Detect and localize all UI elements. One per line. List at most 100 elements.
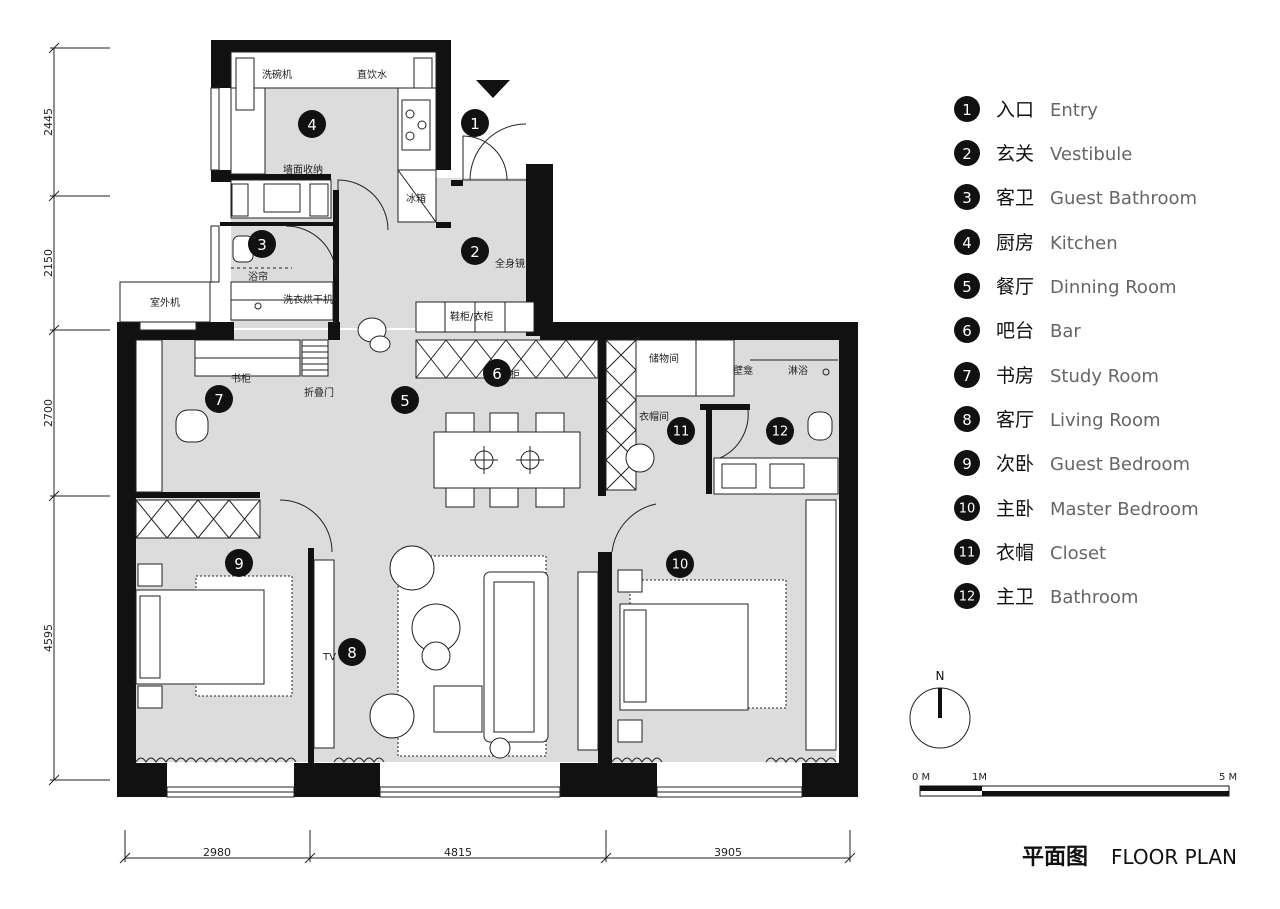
plan-badge-7: 7	[205, 385, 233, 413]
plan-badge-4: 4	[298, 110, 326, 138]
svg-text:10: 10	[959, 502, 976, 517]
legend-item-dining-room: 5 餐厅 Dinning Room	[954, 273, 1177, 299]
study: 书柜 折叠门	[135, 339, 334, 493]
svg-text:Guest Bedroom: Guest Bedroom	[1050, 454, 1190, 475]
left-dimension: 2445 2150 2700 4595	[42, 42, 110, 786]
svg-text:Entry: Entry	[1050, 100, 1098, 121]
scale-label-1: 1M	[972, 772, 987, 783]
svg-text:次卧: 次卧	[996, 453, 1034, 475]
svg-text:Living Room: Living Room	[1050, 410, 1161, 431]
svg-text:4: 4	[962, 234, 972, 252]
plan-badge-10: 10	[666, 550, 694, 578]
svg-text:Study Room: Study Room	[1050, 366, 1159, 387]
svg-text:主卫: 主卫	[996, 586, 1034, 608]
svg-text:3: 3	[257, 236, 267, 254]
svg-text:8: 8	[962, 411, 972, 429]
svg-text:2: 2	[962, 145, 972, 163]
shoe-cabinet-label: 鞋柜/衣柜	[450, 310, 493, 323]
legend-item-bathroom: 12 主卫 Bathroom	[954, 583, 1138, 609]
legend-item-vestibule: 2 玄关 Vestibule	[954, 140, 1132, 166]
walls	[117, 40, 858, 797]
dishwasher-label: 洗碗机	[262, 68, 292, 81]
legend-item-study-room: 7 书房 Study Room	[954, 362, 1159, 388]
dim-left-4: 4595	[42, 624, 55, 652]
title-en: FLOOR PLAN	[1111, 845, 1237, 869]
svg-text:3: 3	[962, 189, 972, 207]
cabinet-label: 柜	[510, 368, 520, 381]
guest-bathroom: 浴帘 洗衣烘干机	[230, 179, 389, 321]
ac-unit-label: 室外机	[150, 296, 180, 309]
north-compass-icon: N	[909, 669, 971, 749]
niche-label: 壁龛	[733, 364, 753, 377]
svg-text:Vestibule: Vestibule	[1050, 144, 1132, 165]
closet-room-label: 衣帽间	[639, 410, 669, 423]
svg-text:1: 1	[962, 101, 972, 119]
svg-text:1: 1	[470, 115, 480, 133]
folding-door-label: 折叠门	[304, 386, 334, 399]
svg-text:主卧: 主卧	[996, 498, 1034, 520]
svg-text:衣帽: 衣帽	[996, 542, 1034, 564]
compass-north-label: N	[936, 669, 945, 683]
legend-item-bar: 6 吧台 Bar	[954, 317, 1081, 343]
room-legend: 1 入口 Entry 2 玄关 Vestibule 3 客卫 Guest Bat…	[954, 96, 1199, 609]
fridge-label: 冰箱	[406, 192, 426, 205]
svg-text:9: 9	[962, 455, 972, 473]
legend-item-kitchen: 4 厨房 Kitchen	[954, 229, 1118, 255]
svg-text:4: 4	[307, 116, 317, 134]
svg-text:12: 12	[959, 590, 976, 605]
tv-label: TV	[322, 652, 336, 663]
svg-text:12: 12	[772, 425, 789, 440]
svg-text:入口: 入口	[996, 99, 1034, 121]
plan-badge-9: 9	[225, 549, 253, 577]
master-bedroom	[611, 499, 837, 751]
svg-text:厨房: 厨房	[996, 232, 1034, 254]
svg-text:餐厅: 餐厅	[996, 276, 1034, 298]
svg-text:Closet: Closet	[1050, 543, 1106, 564]
svg-text:11: 11	[959, 546, 976, 561]
wall-storage-label: 墙面收纳	[283, 163, 323, 176]
living-room: TV	[313, 545, 599, 759]
svg-text:5: 5	[962, 278, 972, 296]
shower-curtain-label: 浴帘	[248, 270, 268, 283]
legend-item-entry: 1 入口 Entry	[954, 96, 1098, 122]
legend-item-master-bedroom: 10 主卧 Master Bedroom	[954, 495, 1199, 521]
dim-bottom-2: 4815	[444, 846, 472, 859]
bottom-dimension: 2980 4815 3905	[119, 830, 856, 864]
dim-left-2: 2150	[42, 249, 55, 277]
svg-text:吧台: 吧台	[996, 320, 1034, 342]
plan-badge-11: 11	[667, 417, 695, 445]
dim-left-3: 2700	[42, 399, 55, 427]
master-bathroom: 壁龛 淋浴	[713, 359, 839, 495]
scale-label-5: 5 M	[1219, 772, 1237, 783]
plan-badge-2: 2	[461, 237, 489, 265]
svg-text:Bar: Bar	[1050, 321, 1081, 342]
scale-bar: 0 M 1M 5 M	[912, 772, 1237, 797]
svg-text:Kitchen: Kitchen	[1050, 233, 1118, 254]
dim-left-1: 2445	[42, 108, 55, 136]
svg-text:Bathroom: Bathroom	[1050, 587, 1138, 608]
svg-text:10: 10	[672, 558, 689, 573]
plan-badge-5: 5	[391, 386, 419, 414]
svg-text:客厅: 客厅	[996, 409, 1034, 431]
legend-item-guest-bathroom: 3 客卫 Guest Bathroom	[954, 184, 1197, 210]
plan-badge-1: 1	[461, 109, 489, 137]
plan-badges: 1 2 3 4 5 6 7 8 9 10 11 12	[205, 109, 794, 666]
svg-text:Guest Bathroom: Guest Bathroom	[1050, 188, 1197, 209]
plan-badge-3: 3	[248, 230, 276, 258]
svg-text:6: 6	[962, 322, 972, 340]
legend-item-living-room: 8 客厅 Living Room	[954, 406, 1161, 432]
svg-text:客卫: 客卫	[996, 187, 1034, 209]
balcony-edge	[135, 757, 837, 763]
svg-text:玄关: 玄关	[996, 143, 1034, 165]
plan-badge-12: 12	[766, 417, 794, 445]
svg-text:11: 11	[673, 425, 690, 440]
storage-room-label: 储物间	[649, 352, 679, 365]
washer-dryer-label: 洗衣烘干机	[283, 293, 333, 306]
svg-text:8: 8	[347, 644, 357, 662]
plan-badge-6: 6	[483, 359, 511, 387]
svg-text:9: 9	[234, 555, 244, 573]
svg-text:2: 2	[470, 243, 480, 261]
kitchen: 洗碗机 直饮水 墙面收纳 冰箱	[230, 51, 437, 223]
